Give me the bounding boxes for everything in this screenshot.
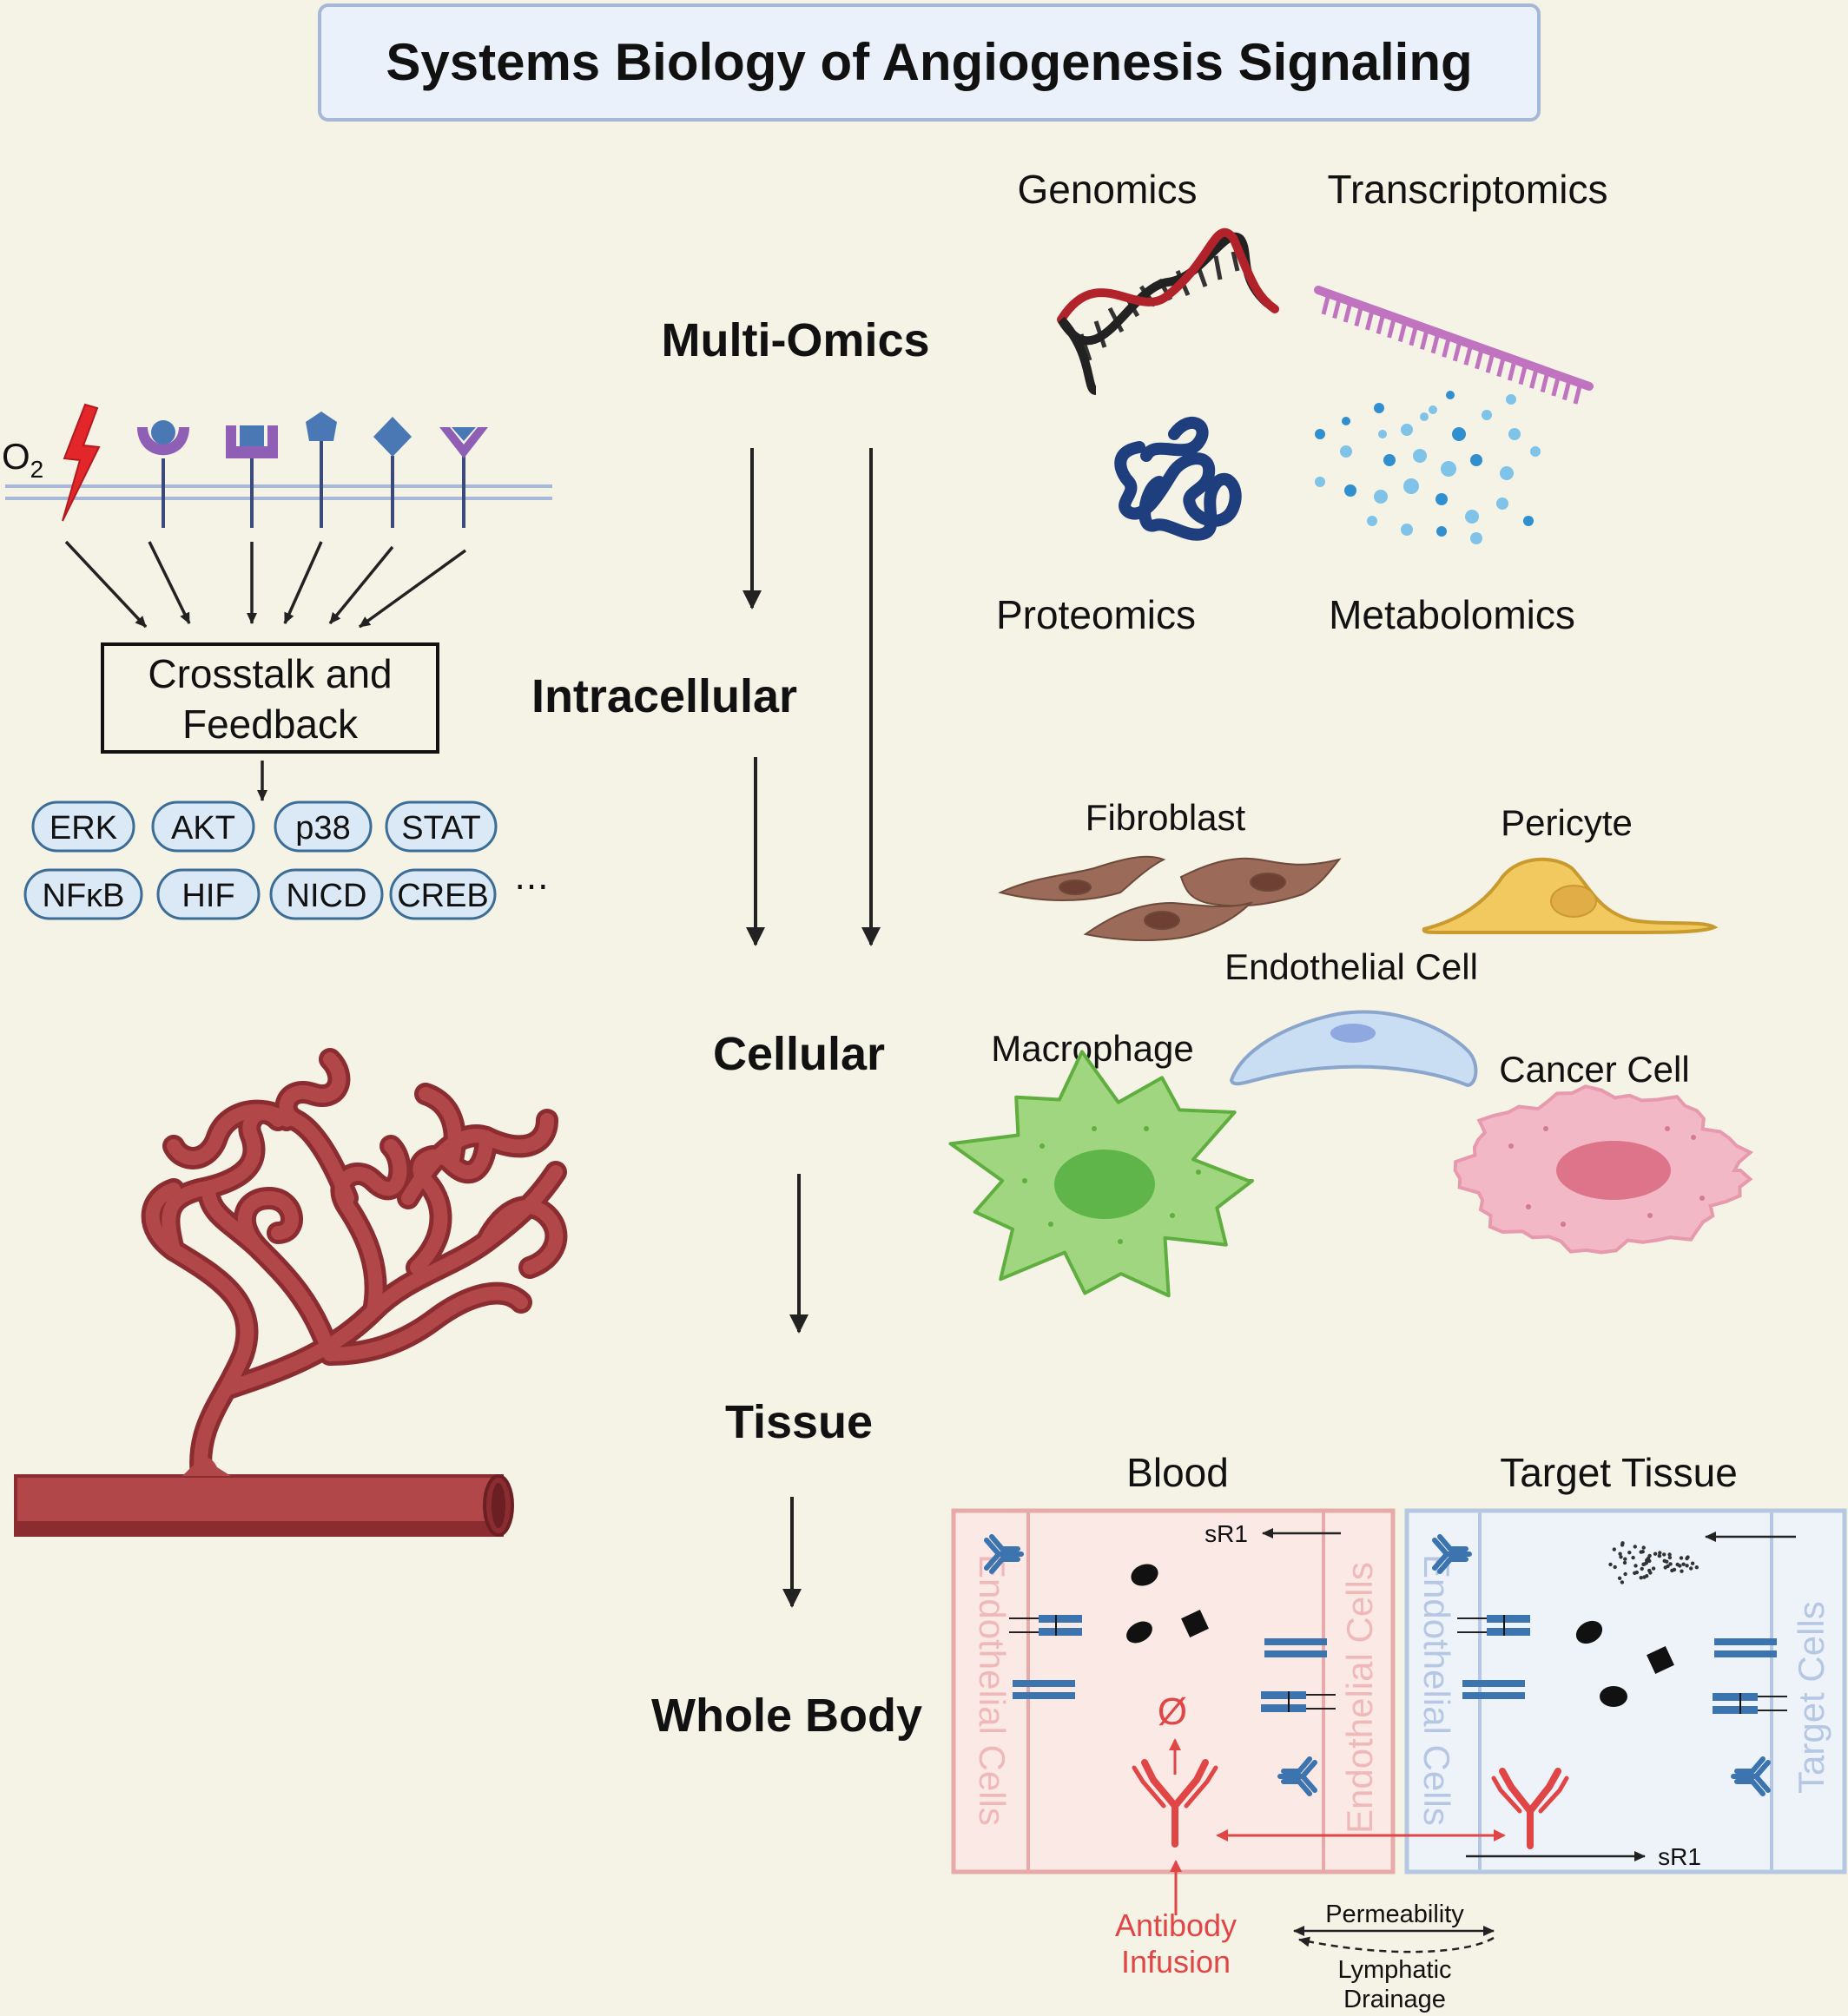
pathway-pill: p38 <box>274 800 373 853</box>
sr1-blood-label: sR1 <box>1204 1520 1248 1547</box>
pathway-pills: ERK AKT p38 STAT NFκB HIF NICD CREB <box>23 800 498 920</box>
scale-label-multi-omics: Multi-Omics <box>661 314 929 366</box>
omics-panel: Genomics Transcriptomics Proteomics Meta… <box>996 167 1607 637</box>
endothelial-cell-label: Endothelial Cell <box>1224 946 1478 987</box>
feedback-label: Feedback <box>182 702 359 747</box>
pathway-pill: STAT <box>385 800 498 853</box>
whole-body-panel: Blood Target Tissue Endothelial Cells En… <box>951 1450 1847 2013</box>
pathway-pill: CREB <box>389 868 497 920</box>
pathway-label: NICD <box>287 878 367 914</box>
lymphatic-label-2: Drainage <box>1343 1986 1446 2013</box>
pathway-pill: NFκB <box>23 868 143 920</box>
title-box: Systems Biology of Angiogenesis Signalin… <box>318 3 1541 122</box>
blood-compartment: Endothelial Cells Endothelial Cells <box>951 1508 1396 1874</box>
mrna-icon <box>1314 286 1594 405</box>
lymphatic-drainage-arrow <box>1298 1936 1495 1953</box>
scale-label-cellular: Cellular <box>713 1028 885 1080</box>
antibody-infusion-label-2: Infusion <box>1121 1944 1231 1980</box>
signal-arrows <box>64 540 467 629</box>
crosstalk-feedback-box: Crosstalk and Feedback <box>101 642 439 754</box>
cancer-cell-icon <box>1453 1084 1754 1255</box>
metabolomics-label: Metabolomics <box>1329 592 1575 637</box>
signaling-panel: O2 <box>2 403 552 920</box>
pathway-pill: NICD <box>269 868 384 920</box>
tissue-endothelial-label: Endothelial Cells <box>1416 1554 1457 1826</box>
target-tissue-label: Target Tissue <box>1500 1450 1738 1495</box>
scale-hierarchy: Multi-Omics Intracellular Cellular Tissu… <box>531 314 930 1742</box>
crosstalk-label: Crosstalk and <box>148 651 392 696</box>
permeability-label: Permeability <box>1325 1901 1464 1928</box>
blood-vessel-illustration <box>14 1048 568 1537</box>
macrophage-label: Macrophage <box>991 1028 1193 1069</box>
fibroblast-icon <box>998 855 1342 941</box>
pericyte-icon <box>1422 857 1719 934</box>
proteomics-label: Proteomics <box>996 592 1196 637</box>
blood-endothelial-right-label: Endothelial Cells <box>1339 1562 1380 1834</box>
pathways-more: ⋯ <box>514 867 549 906</box>
fibroblast-label: Fibroblast <box>1086 797 1246 838</box>
pathway-label: AKT <box>171 810 235 847</box>
tissue-particle-cloud <box>1608 1541 1700 1584</box>
macrophage-icon <box>948 1050 1254 1298</box>
metabolite-dots-icon <box>1315 391 1541 544</box>
pathway-label: STAT <box>401 810 480 847</box>
genomics-label: Genomics <box>1017 167 1197 212</box>
pathway-label: p38 <box>295 810 350 847</box>
therapeutic-antibody-tissue-icon <box>1491 1768 1569 1849</box>
lymphatic-label-1: Lymphatic <box>1337 1956 1451 1984</box>
blood-endothelial-left-label: Endothelial Cells <box>972 1554 1013 1826</box>
pathway-label: CREB <box>397 878 489 914</box>
target-cells-label: Target Cells <box>1791 1601 1832 1794</box>
lightning-icon <box>62 403 101 522</box>
blood-label: Blood <box>1126 1450 1229 1495</box>
dna-helix-icon <box>1057 227 1279 395</box>
pericyte-label: Pericyte <box>1501 802 1633 843</box>
protein-coil-icon <box>1114 416 1242 541</box>
cancer-cell-label: Cancer Cell <box>1499 1049 1689 1090</box>
scale-label-tissue: Tissue <box>725 1396 873 1448</box>
ligand-particles <box>1126 1564 1674 1707</box>
oxygen-label: O2 <box>2 436 43 483</box>
pathway-label: HIF <box>182 878 234 914</box>
receptor-4-icon <box>373 417 412 528</box>
transcriptomics-label: Transcriptomics <box>1328 167 1608 212</box>
endothelial-cell-icon <box>1229 1010 1478 1088</box>
scale-label-intracellular: Intracellular <box>531 670 797 722</box>
pathway-pill: HIF <box>156 868 261 920</box>
therapeutic-antibody-blood-icon <box>1132 1759 1218 1848</box>
receptor-5-icon <box>439 427 488 528</box>
cells-panel: Fibroblast Pericyte Endothelial Cell Mac… <box>948 797 1754 1298</box>
pathway-label: NFκB <box>43 878 125 914</box>
receptor-2-icon <box>226 425 278 528</box>
diagram-title: Systems Biology of Angiogenesis Signalin… <box>386 33 1472 91</box>
pathway-pill: AKT <box>151 800 255 853</box>
scale-label-whole-body: Whole Body <box>651 1690 922 1742</box>
sr1-tissue-label: sR1 <box>1658 1843 1701 1870</box>
degradation-null-symbol: Ø <box>1158 1690 1187 1733</box>
membrane-receptors <box>984 1534 1787 1796</box>
receptor-3-icon <box>306 412 337 528</box>
target-tissue-compartment: Endothelial Cells Target Cells <box>1404 1508 1847 1874</box>
receptor-1-icon <box>137 420 189 528</box>
pathway-label: ERK <box>50 810 117 847</box>
antibody-infusion-label-1: Antibody <box>1115 1907 1237 1943</box>
pathway-pill: ERK <box>31 800 135 853</box>
